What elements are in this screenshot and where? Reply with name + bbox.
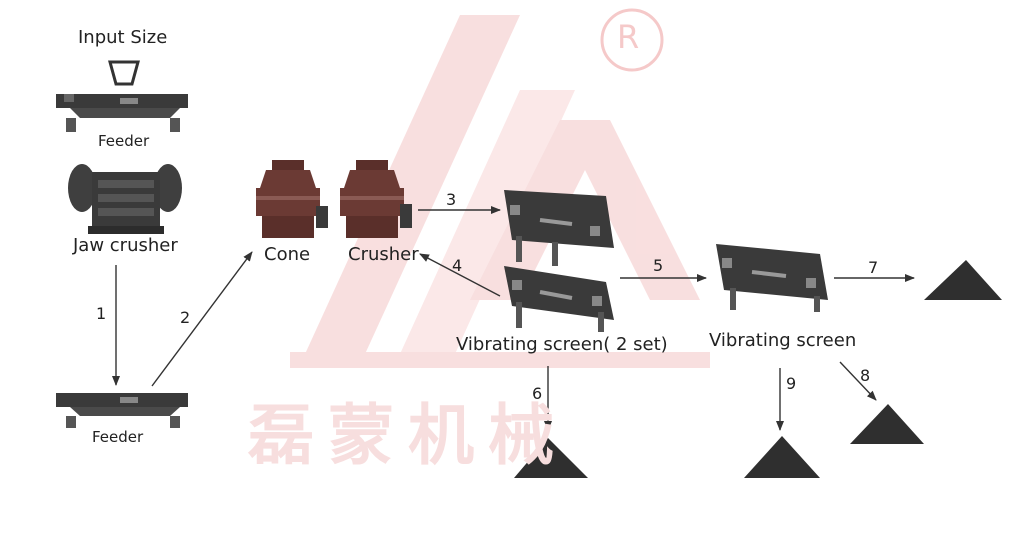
- feeder-bottom-label: Feeder: [92, 428, 144, 446]
- vibrating-screen-upper-icon: [504, 190, 614, 266]
- registered-letter: R: [617, 18, 640, 56]
- input-hopper-icon: [108, 60, 140, 86]
- vibrating-screen-single-icon: [716, 244, 828, 312]
- registered-mark: [600, 8, 664, 72]
- watermark-logo: [290, 15, 710, 368]
- step-3-label: 3: [446, 190, 457, 209]
- watermark-chinese-text: 磊蒙机械: [248, 396, 568, 474]
- stockpile-9-icon: [744, 436, 820, 478]
- arrow-2: [151, 251, 253, 387]
- step-5-label: 5: [653, 256, 664, 275]
- feeder-bottom-icon: [56, 393, 188, 428]
- feeder-top-icon: [56, 94, 188, 132]
- stockpile-8-icon: [850, 404, 924, 444]
- jaw-crusher-label: Jaw crusher: [73, 235, 178, 256]
- arrow-4: [419, 253, 501, 297]
- step-1-label: 1: [96, 304, 107, 323]
- vibrating-screen-lower-icon: [504, 266, 614, 332]
- step-4-label: 4: [452, 256, 463, 275]
- stockpile-6-icon: [514, 438, 588, 478]
- step-7-label: 7: [868, 258, 879, 277]
- vibrating-screen-label: Vibrating screen: [709, 330, 857, 351]
- feeder-top-label: Feeder: [98, 132, 150, 150]
- crusher-label: Crusher: [348, 244, 419, 265]
- crusher-icon: [340, 160, 412, 238]
- step-2-label: 2: [180, 308, 191, 327]
- vibrating-screen-2set-label: Vibrating screen( 2 set): [456, 334, 668, 355]
- cone-crusher-icon: [256, 160, 328, 238]
- arrow-8: [839, 361, 877, 401]
- step-8-label: 8: [860, 366, 871, 385]
- step-6-label: 6: [532, 384, 543, 403]
- stockpile-7-icon: [924, 260, 1002, 300]
- jaw-crusher-icon: [68, 164, 182, 234]
- step-9-label: 9: [786, 374, 797, 393]
- input-size-label: Input Size: [78, 27, 168, 48]
- cone-label: Cone: [264, 244, 311, 265]
